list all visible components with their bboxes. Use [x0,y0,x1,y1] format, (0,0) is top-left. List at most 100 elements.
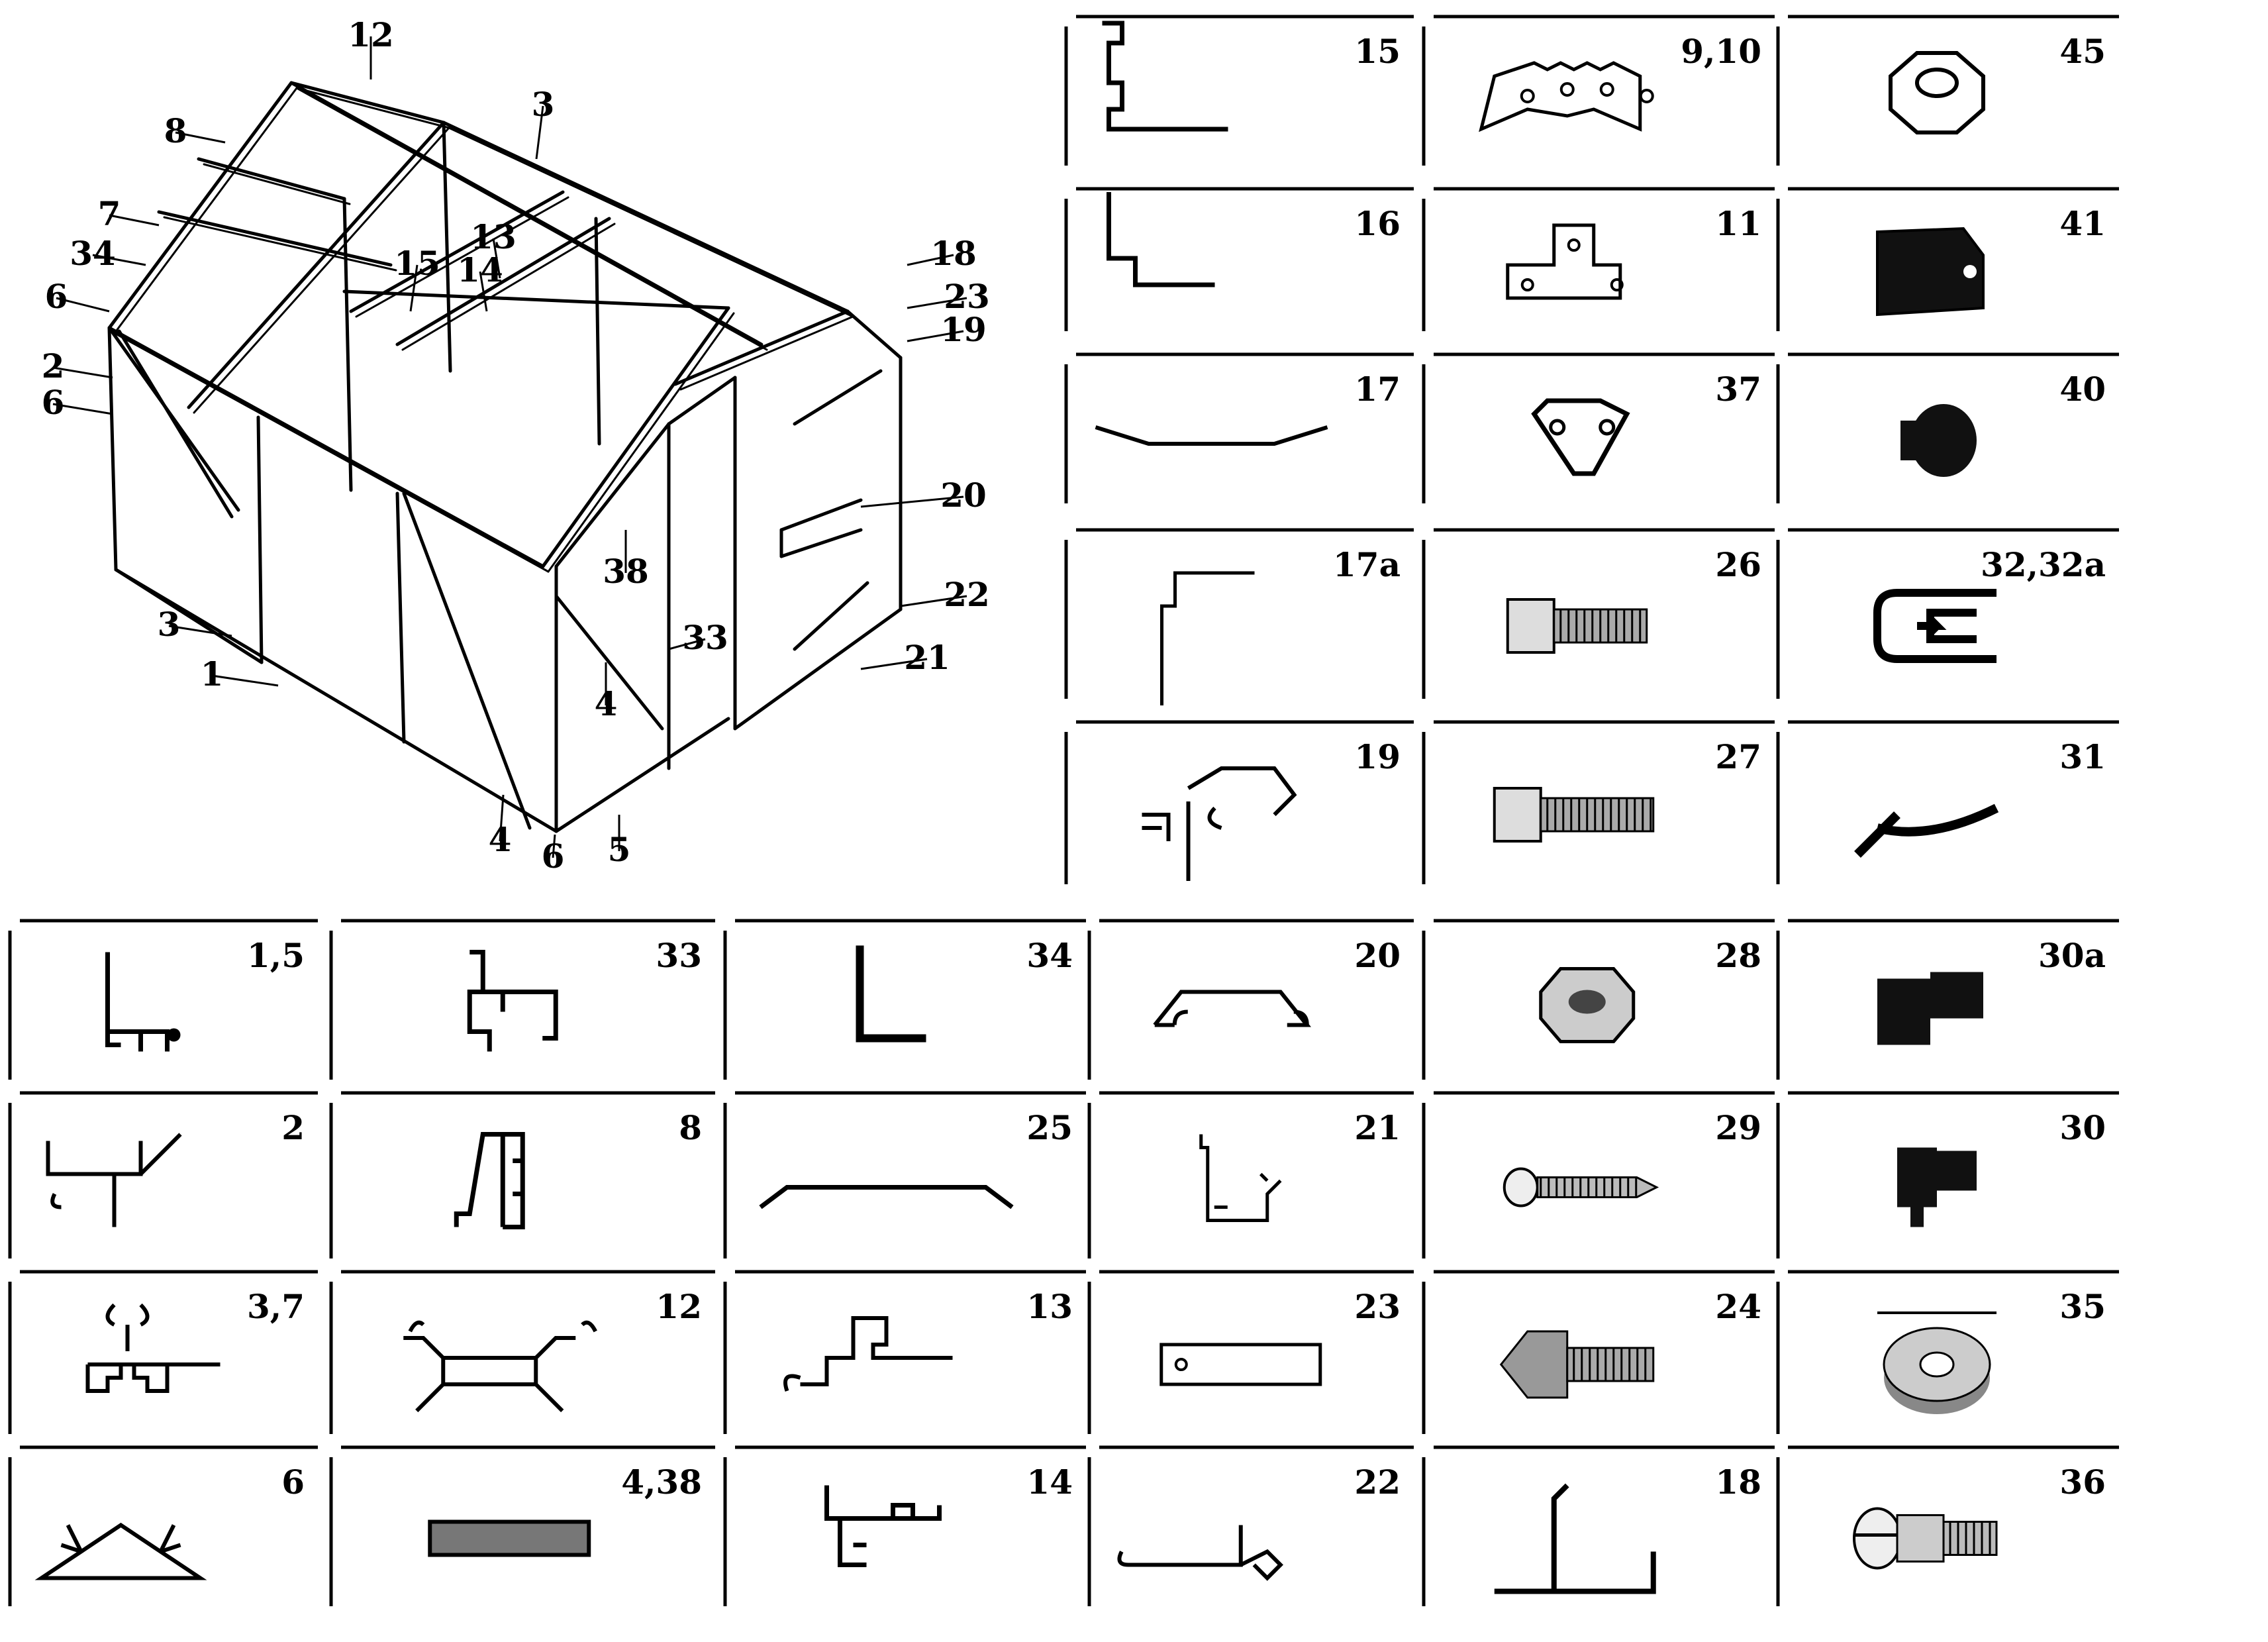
part-code: 13 [1026,1287,1073,1326]
hex-nut-icon [1539,967,1636,1043]
frame-bar-edge [163,216,397,272]
callout-label: 3 [158,605,181,644]
part-code: 23 [1354,1287,1401,1326]
frame-bar [197,157,346,201]
part-code: 37 [1715,370,1761,409]
part-cell: 4,38 [329,1445,715,1606]
profile-19-icon [1142,766,1297,881]
callout-leader [168,625,232,637]
callout-label: 3 [532,85,555,124]
triangle-plate-icon [1531,398,1630,476]
callout-label: 6 [42,383,65,422]
part-cell: 32,32a [1776,528,2119,699]
frame-bar-edge [547,312,735,573]
part-cell: 18 [1422,1445,1775,1606]
part-code: 41 [2059,204,2106,243]
part-cell: 9,10 [1422,15,1775,166]
part-cell: 17a [1064,528,1414,705]
part-cell: 2 [8,1091,318,1258]
part-cell: 21 [1087,1091,1414,1258]
callout-label: 8 [164,111,187,150]
frame-bar [733,607,903,731]
frame-bar [442,121,452,373]
window-clip-icon [1876,227,1985,317]
callout-label: 23 [944,277,990,316]
callout-leader [52,366,113,379]
callout-leader [535,105,544,160]
part-code: 32,32a [1981,545,2106,584]
short-bolt-icon [1506,598,1648,654]
callout-leader [479,271,488,312]
profile-17-icon [1095,425,1328,446]
profile-33-icon [467,950,558,1052]
greenhouse-frame-drawing [107,81,903,833]
block-30a-icon [1877,972,1983,1045]
part-cell: 30a [1776,919,2119,1080]
profile-16-icon [1107,192,1215,287]
part-code: 14 [1026,1462,1073,1502]
callout-leader [668,638,706,650]
part-cell: 26 [1422,528,1775,699]
frame-bar-edge [679,315,854,391]
part-code: 33 [656,936,702,975]
frame-bar [107,81,293,330]
part-cell: 41 [1776,187,2119,331]
frame-bar-edge [295,87,450,129]
part-code: 15 [1354,32,1401,71]
callout-leader [907,330,964,342]
frame-bar [541,306,730,568]
part-code: 25 [1026,1108,1073,1147]
part-cell: 1,5 [8,919,318,1080]
t-plate-icon [1506,223,1624,300]
frame-bar [349,190,565,313]
flat-bar-icon [1159,1343,1322,1386]
callout-label: 38 [603,552,649,591]
frame-bar [114,568,264,664]
square-head-bolt-icon [1499,1330,1655,1399]
callout-leader [907,297,967,309]
part-cell: 22 [1087,1445,1414,1606]
part-cell: 11 [1422,187,1775,331]
frame-bar [779,528,863,558]
callout-label: 6 [45,277,68,316]
part-code: 8 [679,1108,702,1147]
part-code: 2 [281,1108,305,1147]
callout-label: 12 [348,15,394,54]
callout-leader [492,238,501,279]
part-cell: 27 [1422,720,1775,884]
washer-icon [1877,1311,1997,1414]
frame-bar [117,329,234,519]
part-code: 18 [1715,1462,1761,1502]
callout-label: 34 [70,234,116,273]
frame-bar [846,309,903,360]
part-code: 27 [1715,737,1761,776]
part-cell: 19 [1064,720,1414,884]
frame-bar [554,422,671,568]
frame-bar [107,326,545,568]
part-cell: 40 [1776,352,2119,503]
part-code: 28 [1715,936,1761,975]
part-cell: 25 [723,1091,1086,1258]
callout-leader [52,403,113,415]
part-code: 26 [1715,545,1761,584]
profile-1-5-icon [105,952,181,1052]
profile-22-icon [1117,1525,1283,1581]
profile-21-icon [1199,1134,1282,1222]
frame-bar [779,498,863,532]
callout-label: 7 [98,194,121,233]
part-cell: 3,7 [8,1270,318,1434]
brace-bar-icon [428,1519,591,1557]
frame-bar [395,217,611,346]
shoulder-bolt-icon [1853,1507,1998,1570]
part-cell: 20 [1087,919,1414,1080]
profile-14-icon [824,1485,942,1567]
part-code: 40 [2059,370,2106,409]
part-code: 30 [2059,1108,2106,1147]
profile-3-7-icon [85,1303,221,1393]
part-code: 29 [1715,1108,1761,1147]
frame-bar [554,717,730,833]
frame-bar [594,217,601,446]
part-cell: 34 [723,919,1086,1080]
part-code: 45 [2059,32,2106,71]
